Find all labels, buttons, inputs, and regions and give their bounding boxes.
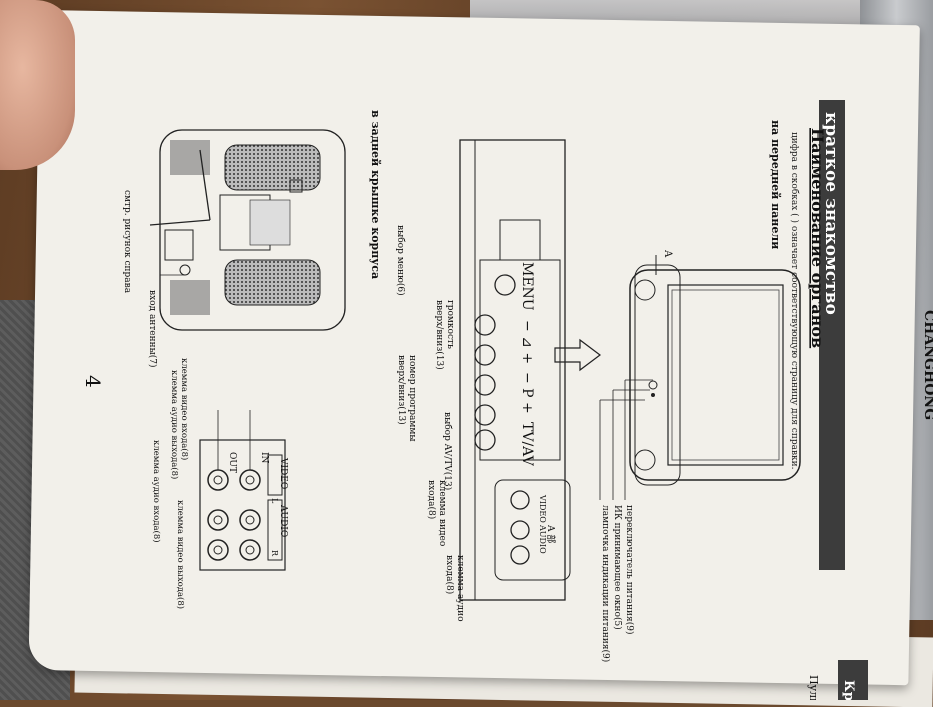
label-rear-video-in: клемма видео входа(8) [179, 358, 190, 460]
rear-callouts: вход антенны(7) смтр. рисунок справа [122, 190, 185, 368]
callout-ir-window: ИК принимающее окно(5) [612, 505, 623, 630]
next-page-title-fragment: Кр [841, 680, 856, 700]
label-program-line1: номер программы [407, 355, 417, 442]
callout-see-figure: смтр. рисунок справа [122, 190, 132, 294]
rear-label-video: VIDEO [278, 457, 288, 489]
control-panel-diagram [459, 139, 571, 601]
rear-jack-labels: клемма видео входа(8) клемма аудио выход… [151, 358, 190, 609]
panel-a-zoom-label: A 部 [545, 524, 557, 543]
label-audio-in-line1: клемма аудио [455, 555, 465, 622]
hand-holding-page [0, 0, 75, 170]
label-volume-line1: громкость [445, 300, 455, 349]
rear-label-out: OUT [227, 452, 237, 473]
label-video-in-line2: входа(8) [426, 480, 437, 519]
btn-label-program: − P + [519, 372, 535, 414]
next-page-header-fragment [838, 660, 868, 700]
label-menu-select: выбор меню(6) [395, 225, 406, 296]
section-title: краткое знакомство [821, 112, 841, 315]
btn-label-tvav: TV/AV [519, 422, 535, 467]
tv-front-diagram [629, 264, 801, 486]
rear-panel-heading: в задней крышке корпуса [369, 110, 382, 279]
jack-video-label: VIDEO [538, 494, 547, 523]
btn-label-volume: − ⊿ + [519, 320, 535, 364]
label-rear-audio-out: клемма аудио выхода(8) [169, 370, 180, 479]
tv-rear-diagram [149, 129, 346, 331]
callout-power-switch: переключатель питания(9) [624, 505, 635, 634]
subsection-title: Наименование органов [808, 128, 827, 348]
callout-power-led: лампочка индикации питания(9) [600, 505, 611, 662]
label-volume-line2: вверх/вниз(13) [434, 300, 445, 370]
section-header-bar [819, 100, 845, 570]
zoom-arrow [554, 338, 601, 372]
label-rear-audio-in: клемма аудио входа(8) [151, 440, 162, 543]
panel-a-label: A [662, 249, 673, 258]
jack-audio-label: AUDIO [538, 524, 547, 554]
page-number: 4 [81, 375, 105, 388]
rear-label-l: L [270, 498, 279, 504]
rear-label-r: R [270, 550, 279, 557]
next-page-text-fragment: Пуль [807, 675, 820, 700]
label-video-in-line1: клемма видео [437, 480, 447, 546]
rear-jack-panel [199, 410, 286, 571]
front-callouts: переключатель питания(9) ИК принимающее … [599, 379, 653, 662]
rear-label-in: IN [259, 452, 269, 464]
rear-label-audio: AUDIO [278, 504, 288, 537]
label-rear-video-out: клемма видео выхода(8) [175, 500, 186, 609]
brand-logo: CHANGHONG [921, 310, 933, 420]
intro-note: цифра в скобках ( ) означает соответству… [789, 132, 800, 470]
control-panel-labels: выбор меню(6) громкость вверх/вниз(13) н… [395, 225, 465, 622]
callout-antenna: вход антенны(7) [147, 290, 158, 368]
label-audio-in-line2: входа(8) [444, 555, 455, 594]
btn-label-menu: MENU [519, 262, 535, 311]
front-panel-heading: на передней панели [769, 120, 782, 249]
label-avtv-select: выбор AV/TV(13) [442, 412, 453, 490]
label-program-line2: вверх/вниз(13) [396, 355, 407, 425]
